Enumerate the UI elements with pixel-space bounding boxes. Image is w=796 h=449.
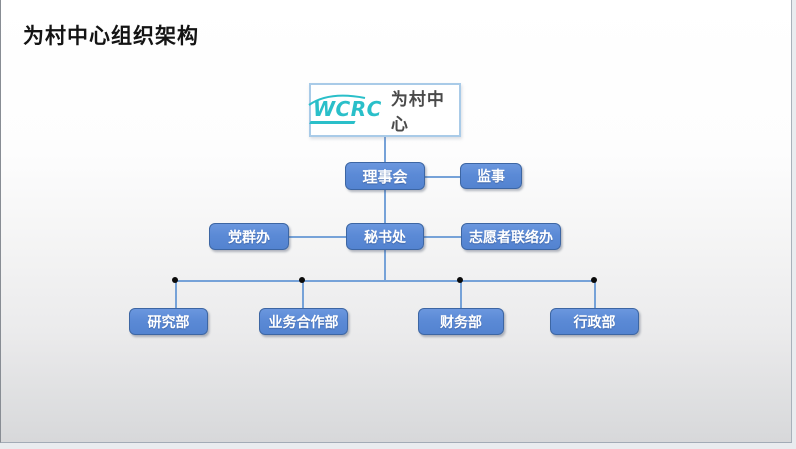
connector-party-secretariat — [289, 236, 346, 238]
node-business-cooperation-dept: 业务合作部 — [259, 308, 348, 335]
junction-dot — [591, 277, 597, 283]
connector-bus — [175, 280, 595, 282]
page-title: 为村中心组织架构 — [23, 24, 199, 48]
connector-drop-finance — [460, 280, 462, 308]
node-label: 秘书处 — [364, 229, 406, 246]
logo-name: 为村中心 — [390, 90, 445, 135]
logo-underline — [309, 121, 356, 124]
node-label: 财务部 — [440, 314, 482, 331]
node-label: 研究部 — [147, 314, 190, 331]
connector-logo-board — [384, 137, 386, 162]
node-logo-root: WCRC 为村中心 — [308, 83, 461, 137]
connector-secretariat-bus — [384, 250, 386, 280]
node-label: 志愿者联络办 — [469, 229, 553, 246]
node-finance-dept: 财务部 — [418, 308, 504, 335]
node-party-mass-office: 党群办 — [209, 223, 289, 250]
node-secretariat: 秘书处 — [346, 223, 424, 250]
junction-dot — [172, 277, 178, 283]
logo-acronym: WCRC — [313, 96, 382, 121]
wcrc-logo-icon: WCRC — [308, 94, 384, 124]
node-research-dept: 研究部 — [129, 308, 208, 335]
node-label: 监事 — [477, 169, 505, 185]
connector-drop-business — [302, 280, 304, 308]
connector-drop-admin — [594, 280, 596, 308]
node-volunteer-liaison-office: 志愿者联络办 — [461, 223, 561, 250]
connector-drop-research — [175, 280, 177, 308]
node-board: 理事会 — [345, 162, 425, 190]
node-administration-dept: 行政部 — [550, 308, 639, 335]
junction-dot — [457, 277, 463, 283]
node-label: 党群办 — [228, 229, 270, 246]
junction-dot — [299, 277, 305, 283]
node-supervisor: 监事 — [460, 163, 522, 189]
node-label: 业务合作部 — [268, 314, 339, 331]
connector-board-supervisor — [425, 176, 460, 178]
connector-board-secretariat — [384, 190, 386, 223]
node-label: 理事会 — [362, 167, 408, 186]
connector-secretariat-volunteer — [424, 236, 461, 238]
node-label: 行政部 — [573, 314, 616, 331]
